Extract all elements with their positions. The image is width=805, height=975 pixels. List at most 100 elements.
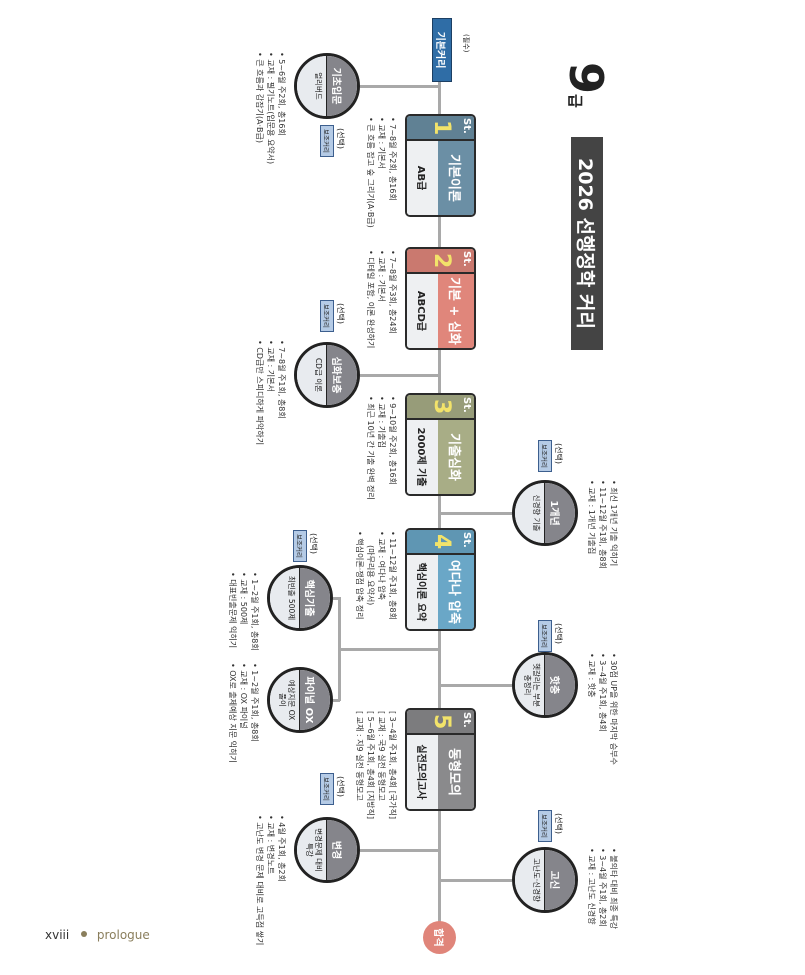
- optional-note: (선택): [336, 776, 345, 797]
- stage-title: 기본이론: [436, 139, 474, 215]
- course-subtitle: 얼리버드: [297, 56, 327, 116]
- bullet-item: 교재 : 기본서: [376, 250, 387, 348]
- bullet-item: 4월 주1회, 총2회: [276, 815, 287, 945]
- stage-number: 1: [429, 120, 454, 136]
- bullet-item: 5~6월 주2회, 총16회: [276, 52, 287, 164]
- supplementary-tag: 보조커리: [293, 530, 307, 562]
- bullet-item: 11~12월 주1회, 총8회: [597, 480, 608, 569]
- optional-note: (선택): [554, 623, 563, 644]
- bullet-item: 교재 : 변경노트: [265, 815, 276, 945]
- course-bullets: 5~6월 주2회, 총16회교재 : 필기노트(입문용 요약서)큰 흐름과 감잡…: [254, 52, 287, 164]
- bullet-item: 교재 : 여다나 압축: [376, 531, 387, 620]
- page-title: 2026 선행정학 커리: [571, 137, 603, 350]
- bullet-item: 핵심이론·쟁점 압축 정리: [354, 531, 365, 620]
- bullet-item: 최신 1개년 기출 익히기: [608, 480, 619, 569]
- page-number: xviii: [45, 928, 70, 942]
- stage-subtitle: 2000제 기출: [407, 418, 438, 494]
- bullet-item: 교재 : 국9 실전 동형모고: [376, 711, 387, 819]
- course-title: 파이널 OX: [300, 670, 330, 730]
- bullet-item: 교재 : 기출집: [376, 396, 387, 500]
- course-title: 핫충: [545, 655, 575, 715]
- footer: xviii prologue: [45, 928, 150, 942]
- course-title: 핵심기출: [300, 568, 330, 628]
- grade-unit: 급: [566, 94, 584, 108]
- optional-note: (선택): [336, 128, 345, 149]
- course-bullets: 최신 1개년 기출 익히기11~12월 주1회, 총8회교재 : 1개년 기출집: [586, 480, 619, 569]
- bullet-dot-icon: [81, 931, 88, 937]
- optional-note: (선택): [309, 533, 318, 554]
- stage-st-label: St.: [461, 118, 472, 134]
- course-bullets: 1~2월 주1회, 총8회교재 : OX 파이널OX로 출제예상 지문 익히기: [227, 663, 260, 763]
- stage-title: 여다나 압축: [436, 553, 474, 629]
- bullet-item: 교재 : 500제: [238, 572, 249, 651]
- stage-bullets: 7~8월 주2회, 총16회교재 : 기본서큰 흐름 잡고 숲 그리기(A·B급…: [365, 117, 398, 228]
- bullet-item: 교재 : 지9 실전 동형모고: [354, 711, 365, 819]
- stage-number: 5: [429, 714, 454, 730]
- bullet-item: 11~12월 주1회, 총8회: [387, 531, 398, 620]
- bullet-item: 불의타 대비 최종 특강: [608, 848, 619, 929]
- supplementary-tag: 보조커리: [538, 620, 552, 652]
- bullet-item: 1~2월 주1회, 총8회: [249, 663, 260, 763]
- bullet-item: 30점 UP을 위한 마지막 승부수: [608, 653, 619, 765]
- course-bullets: 1~2월 주1회, 총8회교재 : 500제대표빈출문제 익히기: [227, 572, 260, 651]
- branch-line: [441, 684, 512, 687]
- course-title: 기초입문: [327, 56, 357, 116]
- supplementary-tag: 보조커리: [538, 810, 552, 842]
- bullet-item: 교재 : OX 파이널: [238, 663, 249, 763]
- bullet-item: 디테일 포함, 이론 완성하기: [365, 250, 376, 348]
- bullet-item: 대표빈출문제 익히기: [227, 572, 238, 651]
- branch-line: [339, 648, 439, 651]
- stage-subtitle: 실전모의고사: [407, 733, 438, 809]
- course-title: 심화보충: [327, 345, 357, 405]
- supplementary-tag: 보조커리: [320, 125, 334, 157]
- branch-line: [338, 597, 341, 701]
- bullet-item: 교재 : 기본서: [376, 117, 387, 228]
- stage-subtitle: 핵심이론 요약: [407, 553, 438, 629]
- main-track-note: (필수): [462, 34, 470, 53]
- stage-title: 기본 + 심화: [436, 272, 474, 348]
- course-title: 1개년: [545, 483, 575, 543]
- stage-bullets: 7~8월 주3회, 총24회교재 : 기본서디테일 포함, 이론 완성하기: [365, 250, 398, 348]
- bullet-item: 고난도 변경 문제 대비로 고득점 쌓기: [254, 815, 265, 945]
- course-subtitle: 최빈출 500제: [270, 568, 300, 628]
- bullet-item: 5~6월 주1회, 총4회 [지방직]: [365, 711, 376, 819]
- stage-number: 3: [429, 399, 454, 415]
- branch-line: [360, 85, 439, 88]
- bullet-item: 교재 : 핫충: [586, 653, 597, 765]
- stage-bullets: 11~12월 주1회, 총8회교재 : 여다나 압축(마무리용 요약서)핵심이론…: [354, 531, 398, 620]
- branch-line: [441, 879, 512, 882]
- branch-line: [360, 374, 439, 377]
- bullet-item: 큰 흐름과 감잡기(A·B급): [254, 52, 265, 164]
- optional-note: (선택): [554, 443, 563, 464]
- bullet-item: CD급만 스피디하게 파악하기: [254, 340, 265, 445]
- bullet-item: 7~8월 주1회, 총8회: [276, 340, 287, 445]
- bullet-item: 3~4월 주1회, 총2회: [597, 848, 608, 929]
- course-subtitle: 헷갈리는 부분 총정리: [515, 655, 545, 715]
- bullet-item: 교재 : 필기노트(입문용 요약서): [265, 52, 276, 164]
- optional-note: (선택): [336, 303, 345, 324]
- supplementary-tag: 보조커리: [320, 773, 334, 805]
- bullet-item: (마무리용 요약서): [366, 545, 375, 606]
- stage-title: 동형모의: [436, 733, 474, 809]
- bullet-item: 교재 : 기본서: [265, 340, 276, 445]
- bullet-item: 최근 10년 간 기출 완벽 정리: [365, 396, 376, 500]
- optional-note: (선택): [554, 813, 563, 834]
- finish-badge: 합격: [423, 921, 456, 954]
- main-track-label: 기본커리: [432, 18, 452, 82]
- stage-subtitle: AB급: [407, 139, 438, 215]
- stage-title: 기출심화: [436, 418, 474, 494]
- bullet-item: 3~4월 주1회, 총4회 [국가직]: [387, 711, 398, 819]
- course-title: 변경: [327, 820, 357, 880]
- grade-label: 9급: [559, 62, 613, 108]
- stage-st-label: St.: [461, 251, 472, 267]
